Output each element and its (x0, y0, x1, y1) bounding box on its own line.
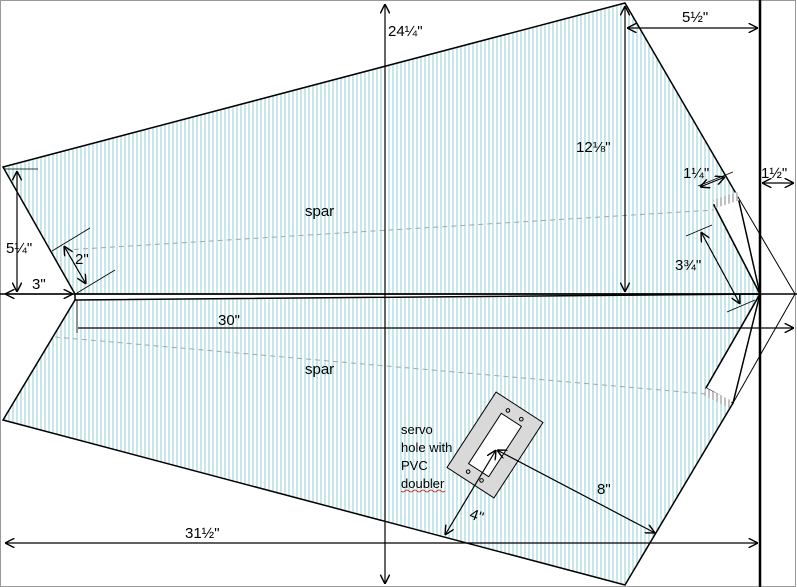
servo-note: servo hole with PVC doubler (400, 422, 452, 493)
span-total-label: 24¼" (388, 23, 423, 40)
lower-spar-label: spar (305, 361, 334, 378)
half-span-label: 12⅛" (576, 139, 611, 156)
elevon-length-label: 3¾" (675, 257, 701, 274)
upper-hinge-hatch (713, 192, 740, 208)
spar-offset-label: 2" (75, 251, 89, 268)
notch-depth-label: 3" (32, 276, 46, 293)
svg-text:hole with: hole with (401, 440, 452, 455)
notch-height-label: 5¼" (6, 240, 32, 257)
svg-text:servo: servo (401, 422, 433, 437)
lower-wing-panel (1, 293, 762, 586)
servo-dist-b-label: 8" (597, 481, 611, 498)
elevon-gap-label: 1½" (761, 165, 787, 182)
svg-text:doubler: doubler (401, 476, 445, 491)
dimension-lines (5, 4, 794, 584)
root-chord-bottom-label: 31½" (185, 525, 220, 542)
servo-dist-a-label: 4" (467, 506, 486, 527)
tip-offset-label: 5½" (682, 9, 708, 26)
upper-wing-panel (1, 2, 762, 295)
lower-hinge-hatch (703, 388, 732, 408)
elevon-chord-label: 1¼" (683, 165, 709, 182)
svg-text:PVC: PVC (401, 458, 428, 473)
root-chord-top-label: 30" (218, 312, 240, 329)
upper-spar-label: spar (305, 203, 334, 220)
